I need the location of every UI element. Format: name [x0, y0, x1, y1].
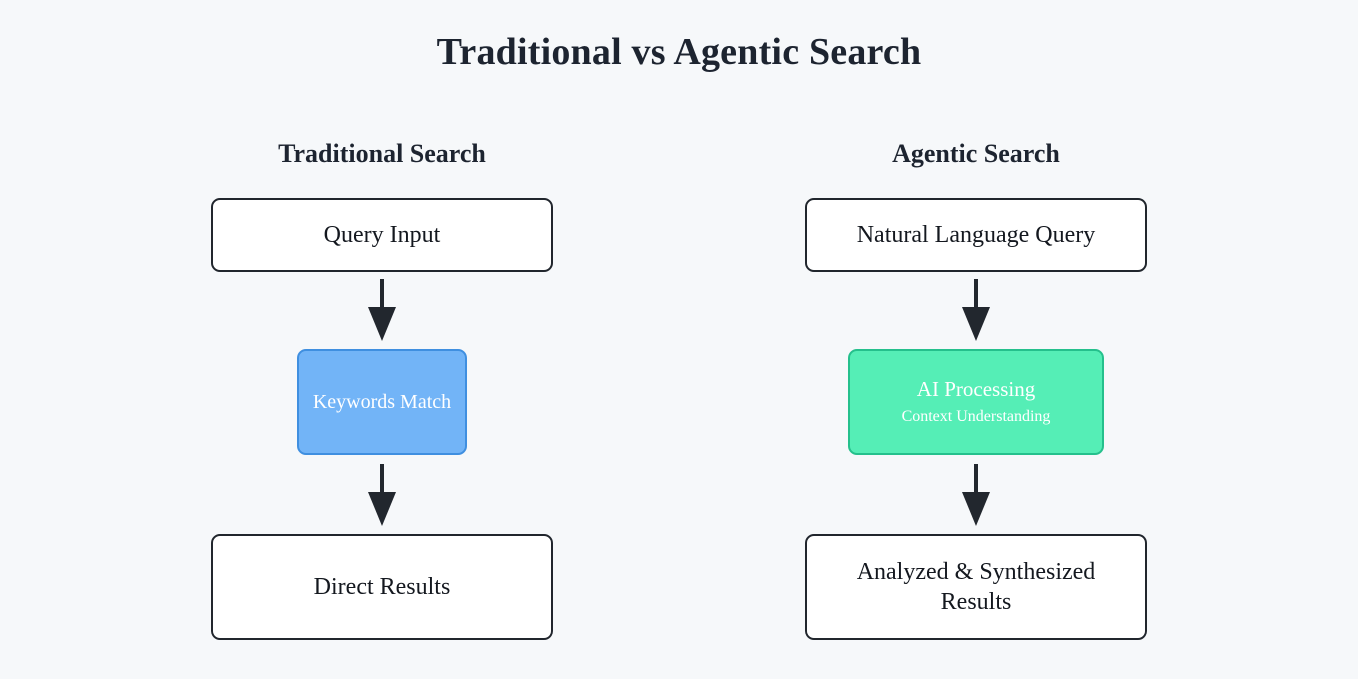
- node-query-input-label: Query Input: [323, 222, 441, 248]
- node-direct-results[interactable]: Direct Results: [211, 534, 553, 640]
- flow-columns: Traditional Search Query Input Keywords …: [0, 136, 1358, 676]
- node-keywords-match-label: Keywords Match: [312, 390, 452, 413]
- node-query-input[interactable]: Query Input: [211, 198, 553, 272]
- column-agentic: Agentic Search Natural Language Query AI…: [679, 136, 1273, 640]
- arrow-nlquery-to-ai-icon: [956, 279, 996, 343]
- node-ai-processing[interactable]: AI Processing Context Understanding: [848, 349, 1104, 455]
- node-natural-language-query-label: Natural Language Query: [856, 222, 1096, 248]
- node-natural-language-query[interactable]: Natural Language Query: [805, 198, 1147, 272]
- node-direct-results-label: Direct Results: [313, 574, 451, 600]
- arrow-query-to-keywords-icon: [362, 279, 402, 343]
- arrow-ai-to-results-icon: [956, 464, 996, 528]
- node-analyzed-synthesized-results-label: Analyzed & Synthesized Results: [856, 559, 1096, 615]
- node-keywords-match[interactable]: Keywords Match: [297, 349, 467, 455]
- node-ai-processing-sublabel: Context Understanding: [901, 407, 1051, 425]
- node-ai-processing-label: AI Processing: [916, 377, 1036, 402]
- node-analyzed-synthesized-results[interactable]: Analyzed & Synthesized Results: [805, 534, 1147, 640]
- page-title: Traditional vs Agentic Search: [436, 31, 922, 73]
- column-heading-traditional: Traditional Search: [278, 139, 486, 168]
- column-traditional: Traditional Search Query Input Keywords …: [85, 136, 679, 640]
- column-heading-agentic: Agentic Search: [892, 139, 1060, 168]
- arrow-keywords-to-results-icon: [362, 464, 402, 528]
